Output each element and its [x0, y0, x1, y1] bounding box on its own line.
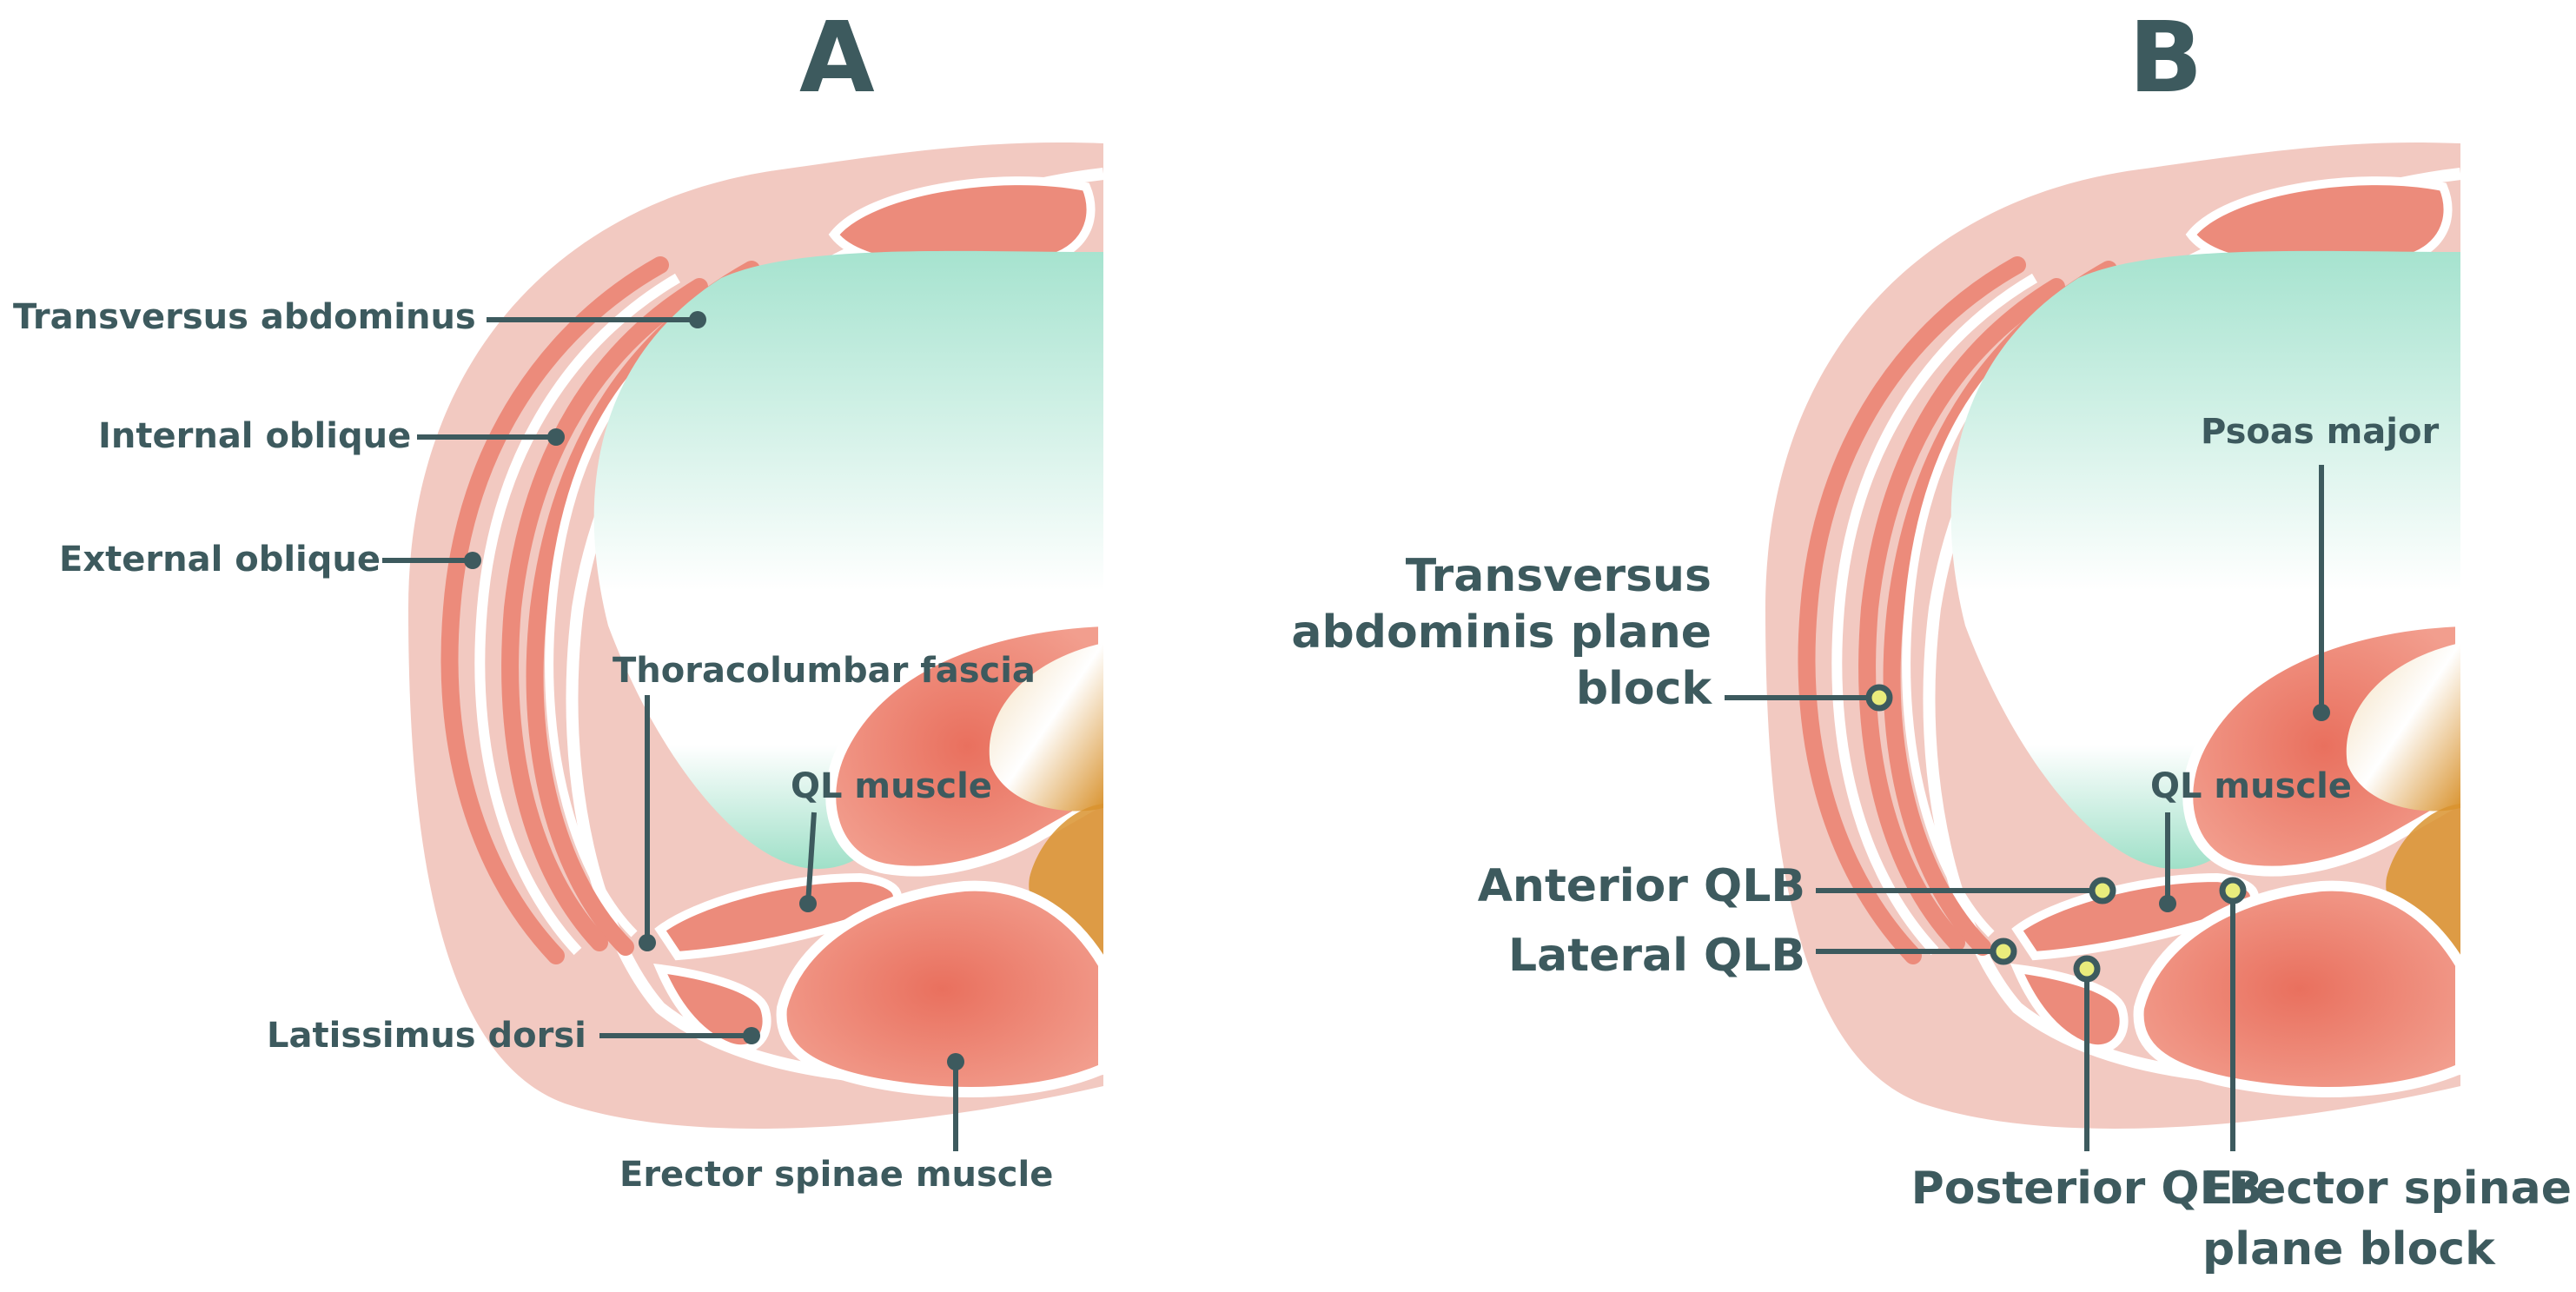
injection-point-posterior-qlb: [2073, 955, 2101, 983]
label-tap-block-line2: abdominis plane: [1291, 606, 1712, 659]
label-internal-oblique: Internal oblique: [98, 416, 411, 456]
marker-transversus-abdominus: [689, 311, 706, 328]
injection-point-anterior-qlb: [2089, 877, 2116, 904]
panel-a-letter: A: [799, 2, 875, 115]
marker-external-oblique: [464, 552, 481, 569]
marker-latissimus-dorsi: [743, 1027, 760, 1044]
label-tap-block-line1: Transversus: [1406, 550, 1712, 602]
marker-erector-spinae-muscle: [947, 1053, 964, 1070]
label-latissimus-dorsi: Latissimus dorsi: [267, 1016, 586, 1056]
label-erector-spinae-muscle: Erector spinae muscle: [619, 1155, 1053, 1195]
marker-psoas-major: [2313, 704, 2330, 721]
leader-ql-muscle-a: [805, 812, 817, 904]
label-lateral-qlb: Lateral QLB: [1508, 930, 1805, 982]
panel-b-letter: B: [2129, 2, 2202, 115]
label-ql-muscle-a: QL muscle: [791, 766, 992, 806]
label-anterior-qlb: Anterior QLB: [1478, 860, 1805, 912]
label-ql-muscle-b: QL muscle: [2150, 766, 2352, 806]
label-esp-block-line2: plane block: [2202, 1223, 2496, 1275]
label-external-oblique: External oblique: [59, 540, 381, 580]
panel-a-cross-section: [408, 142, 1103, 1129]
marker-ql-muscle-b: [2159, 895, 2176, 912]
injection-point-esp-block: [2219, 877, 2247, 904]
panel-b-cross-section: [1765, 142, 2460, 1129]
marker-internal-oblique: [547, 428, 565, 446]
label-tap-block-line3: block: [1576, 663, 1713, 715]
label-esp-block-line1: Erector spinae: [2202, 1163, 2572, 1215]
label-psoas-major: Psoas major: [2201, 412, 2439, 452]
label-transversus-abdominus: Transversus abdominus: [13, 297, 476, 337]
label-posterior-qlb: Posterior QLB: [1911, 1163, 2263, 1215]
injection-point-tap-block: [1865, 684, 1893, 712]
panel-b: B Psoas major Transversus abdominis plan…: [1291, 2, 2572, 1275]
panel-a: A Transversus abdominus Internal oblique…: [13, 2, 1103, 1195]
marker-thoracolumbar-fascia: [639, 934, 656, 951]
label-thoracolumbar-fascia: Thoracolumbar fascia: [613, 651, 1036, 691]
injection-point-lateral-qlb: [1990, 938, 2017, 965]
marker-ql-muscle-a: [799, 895, 817, 912]
